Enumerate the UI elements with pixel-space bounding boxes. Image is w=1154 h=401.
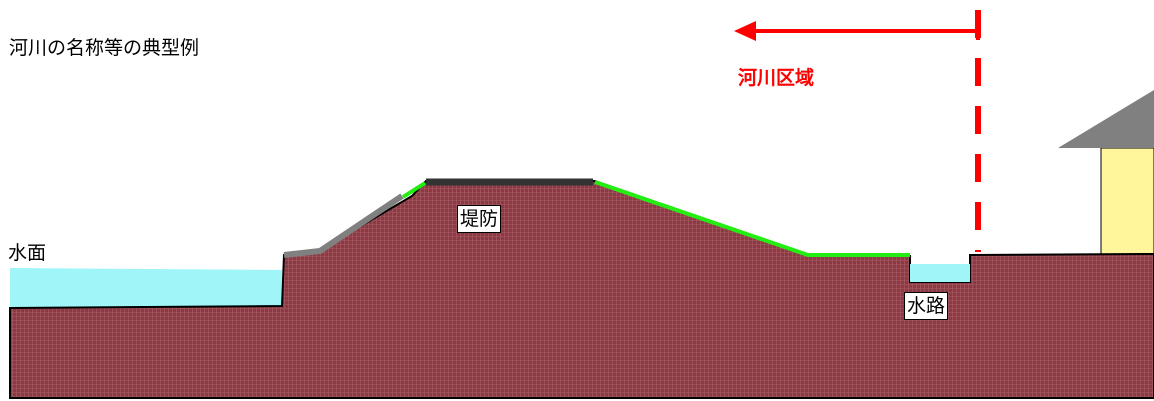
water-surface-label: 水面	[8, 242, 47, 264]
grass-left-slope	[401, 181, 427, 199]
water-surface	[10, 268, 282, 308]
river-area-label: 河川区域	[738, 67, 815, 89]
embankment-label: 堤防	[457, 205, 502, 233]
channel-label: 水路	[904, 292, 949, 320]
grass-right-slope	[594, 180, 910, 257]
river-area-arrow-head	[734, 21, 756, 41]
channel-water	[910, 264, 970, 282]
house-roof	[1058, 90, 1154, 148]
revetment-lining	[283, 193, 404, 258]
diagram-title: 河川の名称等の典型例	[9, 37, 200, 59]
house-wall	[1100, 147, 1154, 261]
